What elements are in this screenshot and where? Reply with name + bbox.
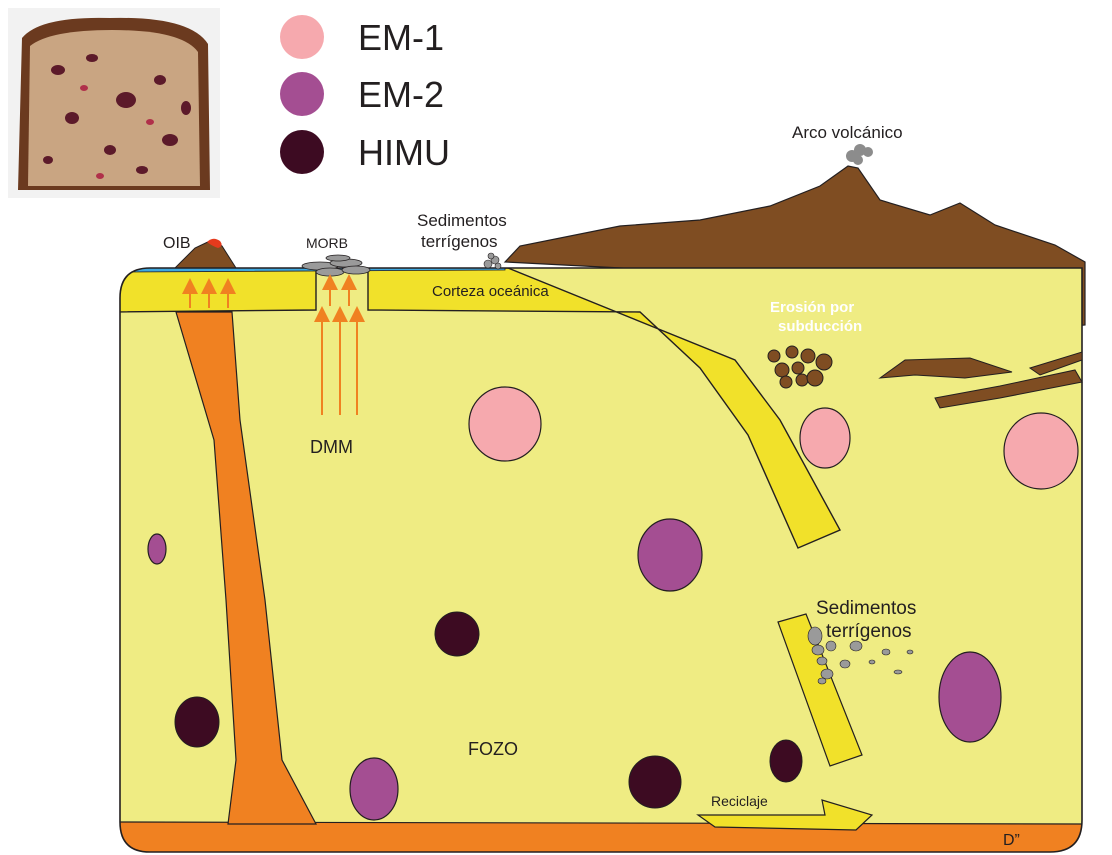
label-sediments-top-2: terrígenos	[421, 232, 498, 251]
label-crust: Corteza oceánica	[432, 283, 549, 300]
label-erosion-1: Erosión por	[770, 299, 854, 316]
legend-swatch-em1	[280, 15, 324, 59]
legend-label-himu: HIMU	[358, 132, 450, 173]
d-double-prime-layer	[110, 822, 1090, 855]
label-recycling: Reciclaje	[711, 793, 768, 809]
trench-sediments	[484, 253, 501, 269]
fruit-bread-slice-photo	[8, 8, 220, 198]
label-fozo: FOZO	[468, 739, 518, 759]
legend-label-em2: EM-2	[358, 74, 444, 115]
label-d-double-prime: D”	[1003, 832, 1020, 849]
volcanic-plume	[846, 144, 873, 165]
label-arc: Arco volcánico	[792, 123, 903, 142]
label-sediments-top-1: Sedimentos	[417, 211, 507, 230]
label-sediments-deep-2: terrígenos	[826, 621, 912, 642]
legend-label-em1: EM-1	[358, 17, 444, 58]
label-sediments-deep-1: Sedimentos	[816, 598, 916, 619]
label-oib: OIB	[163, 235, 191, 252]
label-dmm: DMM	[310, 437, 353, 457]
legend: EM-1 EM-2 HIMU	[280, 15, 450, 174]
label-morb: MORB	[306, 235, 348, 251]
legend-swatch-himu	[280, 130, 324, 174]
legend-swatch-em2	[280, 72, 324, 116]
label-erosion-2: subducción	[778, 318, 862, 335]
